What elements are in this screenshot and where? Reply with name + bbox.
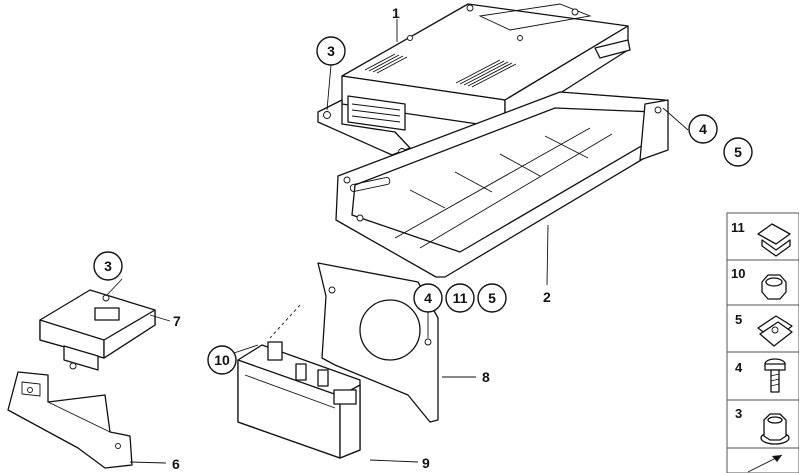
speed-nut-icon	[757, 315, 793, 347]
svg-text:3: 3	[327, 43, 335, 59]
callout-c4-right: 4	[688, 114, 718, 144]
part-label-6: 6	[172, 456, 180, 472]
part-label-1: 1	[392, 5, 400, 21]
legend-column: 11 10 5 4	[726, 212, 799, 473]
svg-text:4: 4	[424, 290, 432, 306]
legend-item-clip: 11	[731, 220, 791, 257]
svg-text:11: 11	[453, 290, 468, 306]
callout-c3-top: 3	[316, 36, 346, 66]
legend-item-hex-nut: 10	[731, 266, 787, 300]
svg-text:4: 4	[699, 121, 707, 137]
screw-icon	[764, 358, 786, 393]
svg-text:5: 5	[734, 144, 742, 160]
svg-text:4: 4	[735, 360, 743, 375]
electronic-box-part-9	[237, 341, 361, 459]
svg-text:10: 10	[214, 352, 230, 368]
part-label-9: 9	[422, 455, 430, 471]
callout-c5-right: 5	[723, 137, 753, 167]
callout-c10-left: 10	[207, 345, 237, 375]
legend-item-flange-nut: 3	[735, 406, 790, 445]
callout-c5-mid: 5	[477, 283, 507, 313]
hex-nut-icon	[761, 274, 787, 300]
svg-text:11: 11	[731, 220, 745, 235]
svg-text:3: 3	[735, 406, 742, 421]
part-label-8: 8	[482, 369, 490, 385]
bracket-frame-part-2	[335, 91, 669, 278]
clip-icon	[757, 223, 791, 257]
arrow-icon	[747, 454, 783, 473]
part-label-2: 2	[543, 289, 551, 305]
small-module-part-7	[39, 289, 156, 371]
legend-item-screw: 4	[735, 358, 786, 393]
part-label-7: 7	[173, 313, 181, 329]
legend-item-speed-nut: 5	[735, 312, 793, 347]
callout-c11-mid: 11	[445, 283, 475, 313]
svg-text:3: 3	[104, 258, 112, 274]
lower-bracket-part-6	[7, 371, 133, 469]
control-unit-part-1	[317, 3, 631, 156]
callout-c3-left: 3	[93, 251, 123, 281]
callout-c4-mid: 4	[413, 283, 443, 313]
svg-text:5: 5	[735, 312, 742, 327]
flange-nut-icon	[760, 413, 790, 445]
leader-lines	[105, 19, 689, 464]
svg-text:10: 10	[731, 266, 745, 281]
svg-text:5: 5	[488, 290, 496, 306]
